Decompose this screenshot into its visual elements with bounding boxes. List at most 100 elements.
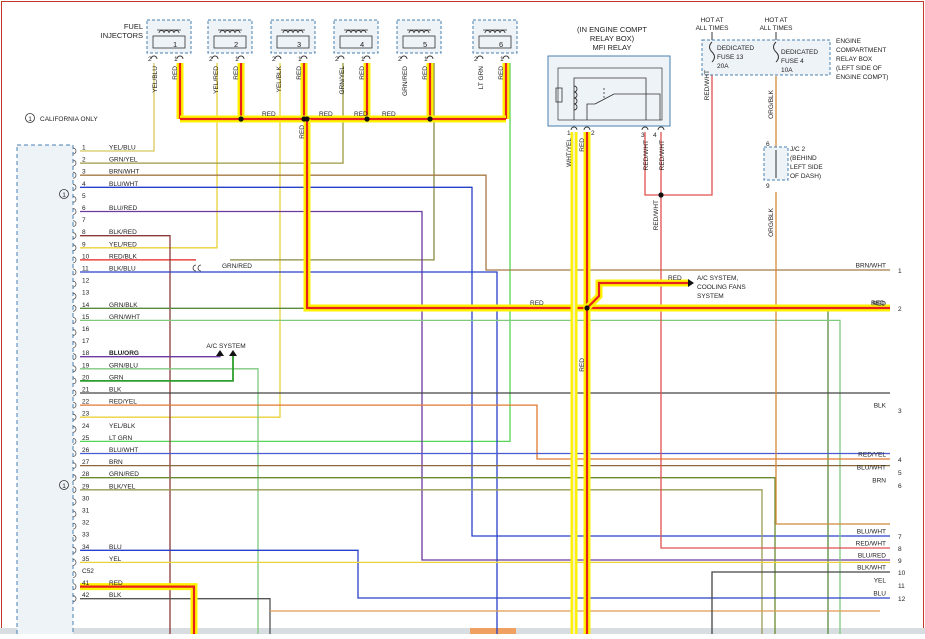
ecm-pin-stub	[72, 196, 77, 203]
hot-at-all-times-label: ALL TIMES	[696, 25, 730, 32]
note-1-number: 1	[28, 116, 32, 123]
note-1-marker	[25, 113, 35, 123]
wire-red-wht-relay3	[644, 132, 661, 196]
fuse-13-label: FUSE 13	[717, 54, 744, 61]
injector-body	[402, 35, 436, 49]
ecm-pin-wire-label: GRN/BLK	[109, 302, 138, 309]
injector-pin-label: 1	[174, 56, 178, 63]
wire-blk-42	[80, 598, 271, 634]
ecm-pin-number: 5	[82, 193, 86, 200]
ecm-pin-number: 23	[82, 411, 90, 418]
output-number: 12	[898, 596, 906, 603]
wire-grn-yel	[80, 63, 344, 164]
ecm-pin-wire-label: YEL/BLK	[109, 423, 136, 430]
wire-red-yel	[80, 404, 890, 460]
ecm-pin-wire-label: BLU/WHT	[109, 447, 138, 454]
red-bus-label: RED	[382, 111, 396, 118]
engine-compartment-label: RELAY BOX	[836, 56, 873, 63]
ecm-pin-stub	[72, 365, 77, 373]
ecm-pin-number: C52	[82, 568, 94, 575]
output-number: 5	[898, 470, 902, 477]
note-1-marker	[59, 189, 69, 199]
engine-compartment-relay-box	[701, 39, 831, 76]
ecm-pin-stub	[72, 559, 77, 566]
ecm-pin-number: 24	[82, 423, 90, 430]
red-ac-label: RED	[668, 275, 682, 282]
relay-coil-icon	[573, 103, 578, 111]
ecm-pin-number: 19	[82, 362, 90, 369]
wire-grn-blu	[80, 368, 259, 634]
output-number: 10	[898, 570, 906, 577]
relay-pin-label: 2	[591, 130, 595, 137]
relay-pin	[657, 126, 665, 131]
red-down-label: RED	[299, 125, 306, 139]
wire-yel-blk	[80, 63, 281, 418]
ecm-pin-stub	[72, 389, 77, 397]
injector-wire2-label: RED	[498, 66, 505, 80]
red-right-label: RED	[871, 300, 885, 307]
ecm-pin-stub	[72, 450, 77, 457]
ecm-pin-stub	[72, 401, 77, 409]
ecm-pin-number: 9	[82, 241, 86, 248]
injector-pin	[237, 55, 245, 60]
injector-coil-icon	[297, 30, 304, 34]
ecm-pin-stub	[72, 413, 77, 421]
ecm-pin-stub	[72, 377, 77, 385]
red-wht-fuse-label: RED/WHT	[704, 70, 711, 100]
ecm-pin-stub	[72, 329, 77, 336]
ecm-pin-number: 1	[82, 145, 86, 152]
injector-wire1-label: YEL/BLK	[276, 65, 283, 92]
fuel-injector-6	[472, 19, 518, 54]
red-bus-label: RED	[262, 111, 276, 118]
injector-pin-label: 2	[398, 56, 402, 63]
ecm-pin-number: 16	[82, 326, 90, 333]
note-1-marker	[59, 480, 69, 490]
output-number: 9	[898, 558, 902, 565]
ecm-pin-stub	[72, 232, 77, 240]
relay-pin	[641, 126, 649, 131]
output-number: 4	[898, 457, 902, 464]
injector-number: 1	[173, 40, 177, 49]
injector-coil-icon	[234, 30, 241, 34]
injector-pin	[211, 55, 219, 60]
mfi-relay-box	[547, 55, 671, 127]
wire-blk-red	[80, 235, 171, 634]
ac-cooling-fans-label: A/C SYSTEM,	[697, 275, 738, 282]
injector-coil-icon	[360, 30, 367, 34]
relay-internal-wire	[586, 103, 595, 120]
injector-pin	[426, 55, 434, 60]
output-wire-label: RED	[872, 301, 886, 308]
injector-pin-label: 2	[474, 56, 478, 63]
ecm-pin-number: 17	[82, 338, 90, 345]
ecm-pin-stub	[72, 159, 77, 167]
injector-pin-label: 2	[335, 56, 339, 63]
injector-coil-icon	[173, 30, 180, 34]
wire-red-wht-fuse	[661, 58, 713, 196]
ecm-pin-number: 2	[82, 157, 86, 164]
fuse-4-label: DEDICATED	[781, 49, 818, 56]
jc2-label: J/C 2	[790, 146, 806, 153]
ecm-pin-number: 20	[82, 374, 90, 381]
ecm-pin-stub	[72, 256, 77, 264]
ecm-pin-wire-label: GRN/BLU	[109, 362, 138, 369]
output-wire-label: RED/YEL	[858, 452, 886, 459]
output-number: 6	[898, 483, 902, 490]
fuel-injector-5	[396, 19, 442, 54]
ecm-pin-wire-label: BRN/WHT	[109, 169, 139, 176]
output-wire-label: YEL	[874, 578, 887, 585]
ecm-pin-number: 7	[82, 217, 86, 224]
wire-grn-wht	[80, 319, 841, 634]
output-wire-label: BLU/WHT	[857, 529, 886, 536]
injector-pin-label: 1	[424, 56, 428, 63]
splice-icon	[192, 264, 202, 272]
ecm-pin-number: 4	[82, 181, 86, 188]
output-number: 2	[898, 306, 902, 313]
ecm-pin-wire-label: BLK/BLU	[109, 266, 136, 273]
ecm-pin-stub	[72, 220, 77, 227]
injector-wire1-label: GRN/RED	[402, 66, 409, 96]
engine-compartment-label: ENGINE COMPT)	[836, 74, 888, 81]
output-wire-label: BRN/WHT	[856, 263, 886, 270]
